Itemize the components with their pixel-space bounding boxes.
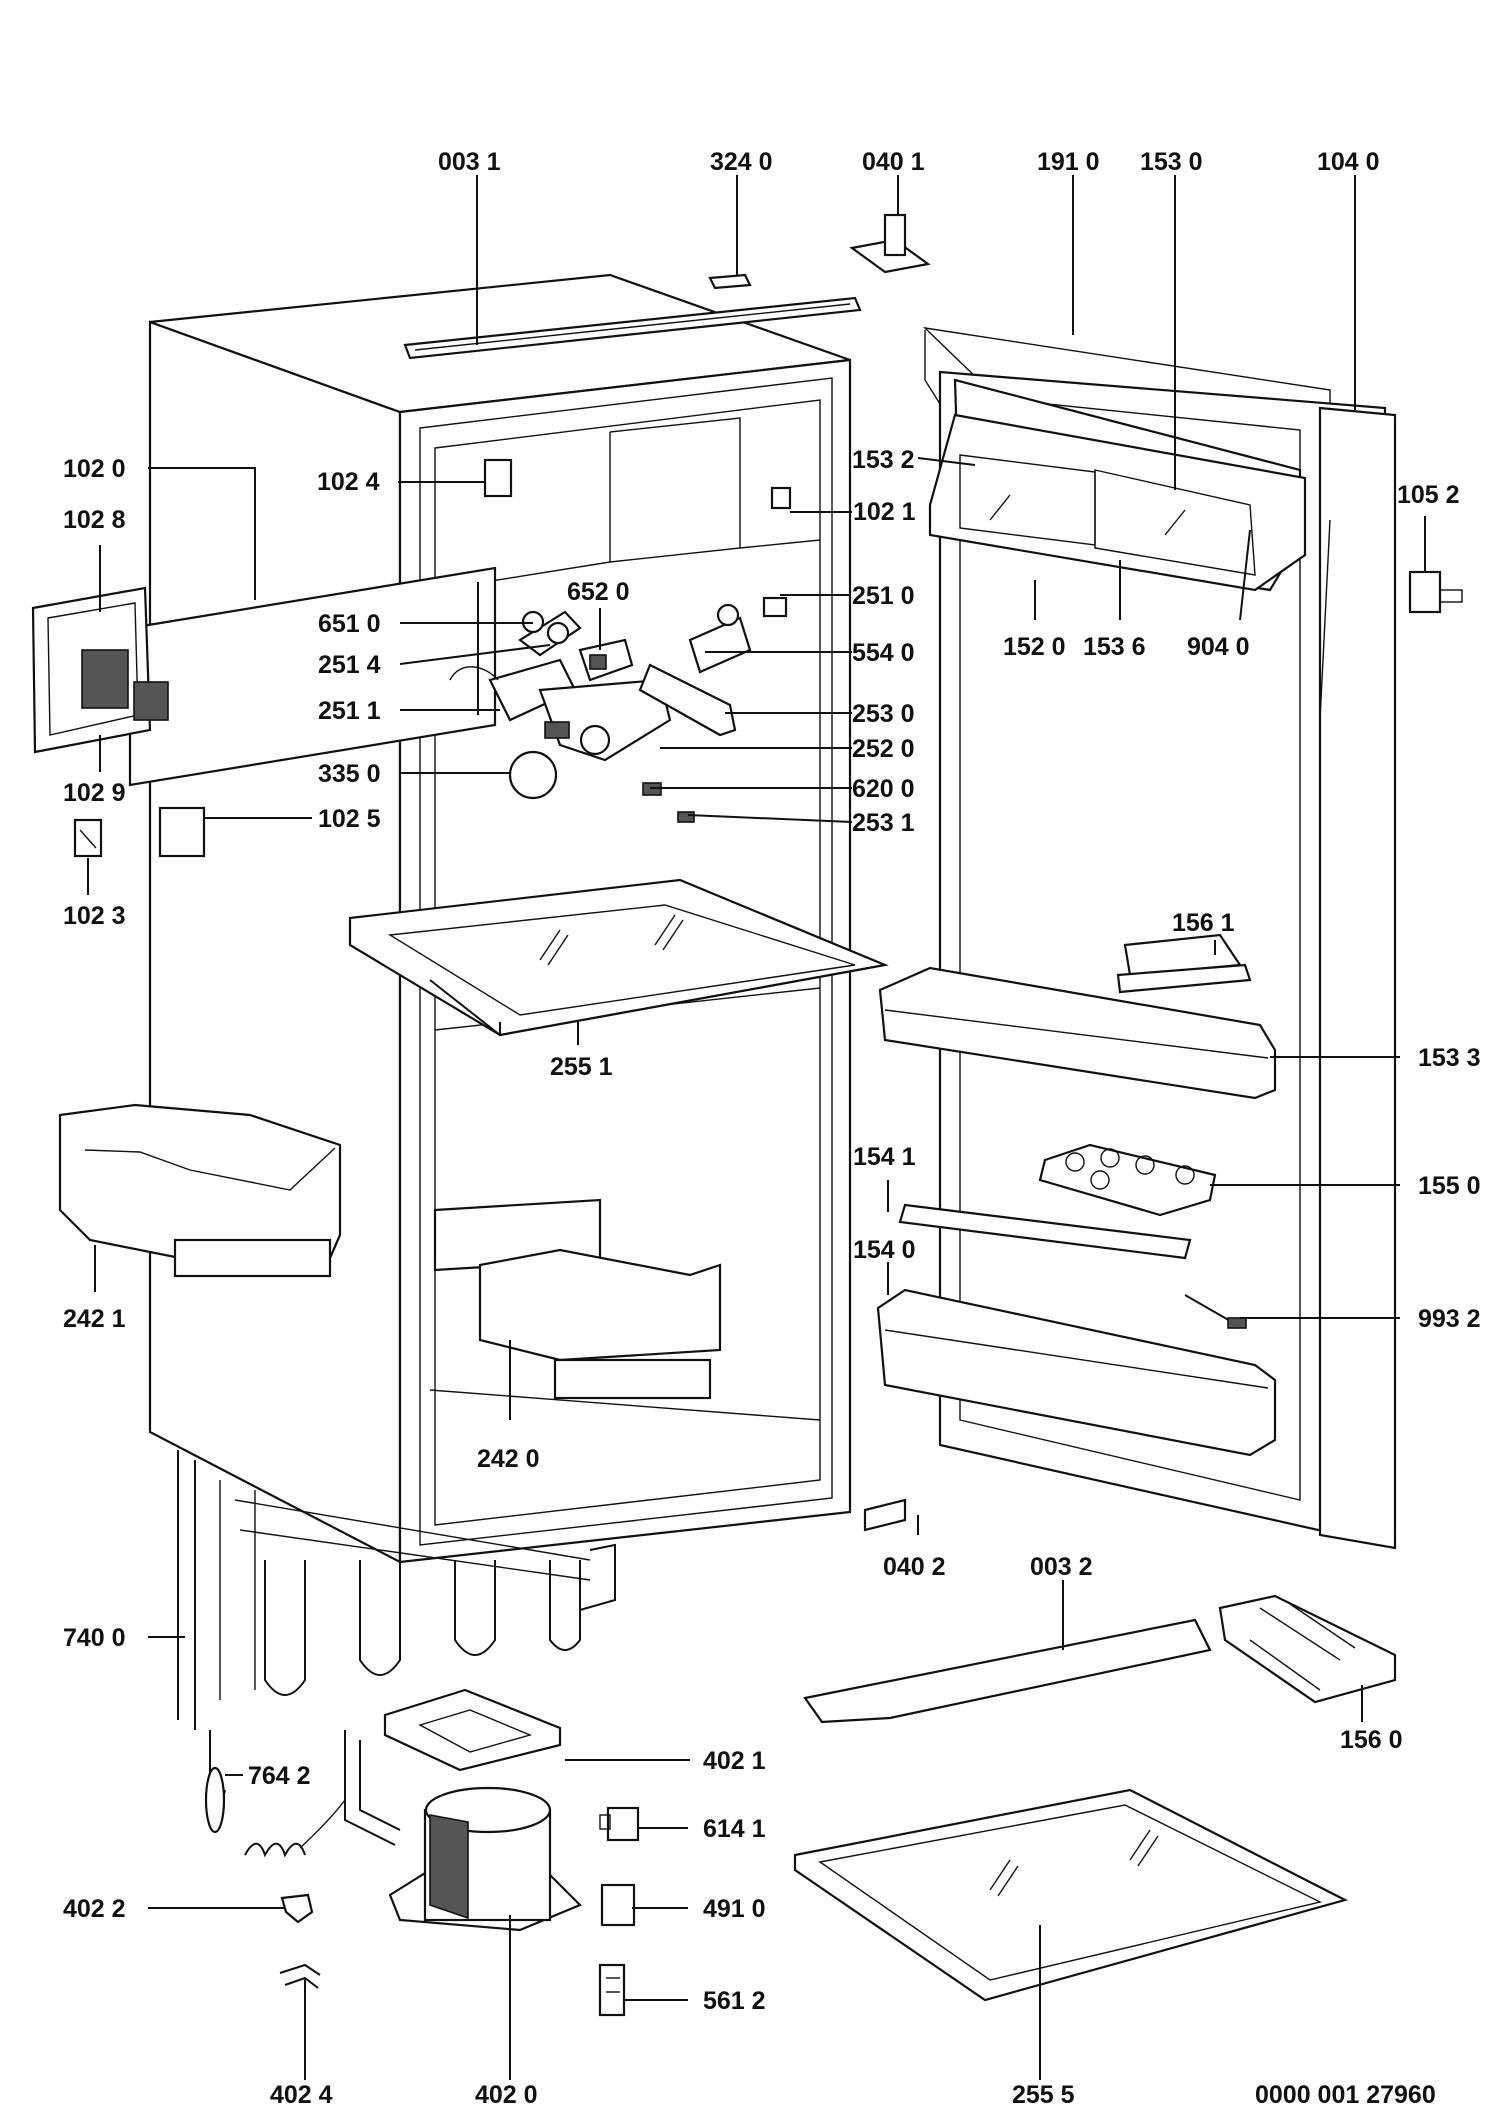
label-652-0: 652 0 [567,578,630,606]
clip-icon [770,486,792,510]
label-153-3: 153 3 [1418,1044,1481,1072]
clip-icon [483,458,513,498]
glass-shelf [348,878,889,1037]
label-251-1: 251 1 [318,697,381,725]
condenser-coil [177,1450,616,1730]
part-labels: 003 1 324 0 040 1 191 0 153 0 104 0 102 … [63,148,1481,2109]
capillary-tube [204,1730,346,1858]
label-102-3: 102 3 [63,902,126,930]
label-104-0: 104 0 [1317,148,1380,176]
label-651-0: 651 0 [318,610,381,638]
label-154-0: 154 0 [853,1236,916,1264]
label-561-2: 561 2 [703,1987,766,2015]
bracket-part [73,818,103,858]
small-clip-part [708,273,752,290]
label-152-0: 152 0 [1003,633,1066,661]
ice-cube-tray [1218,1594,1397,1704]
label-040-2: 040 2 [883,1553,946,1581]
dairy-compartment [928,378,1307,592]
label-335-0: 335 0 [318,760,381,788]
crisper-drawer-right [433,1198,722,1400]
label-993-2: 993 2 [1418,1305,1481,1333]
door-shelf-upper [878,966,1277,1100]
label-156-0: 156 0 [1340,1726,1403,1754]
top-hinge-bracket [849,213,931,274]
grommet-part [280,1893,314,1924]
label-324-0: 324 0 [710,148,773,176]
egg-tray [1038,1143,1217,1217]
clip-part [279,1963,321,1989]
compressor-bracket [383,1688,562,1772]
label-620-0: 620 0 [852,775,915,803]
top-trim-strip [403,296,862,360]
bottom-trim-strip [803,1618,1212,1724]
label-191-0: 191 0 [1037,148,1100,176]
label-402-1: 402 1 [703,1747,766,1775]
label-102-0: 102 0 [63,455,126,483]
label-402-2: 402 2 [63,1895,126,1923]
label-402-0: 402 0 [475,2081,538,2109]
bottom-glass-shelf [793,1788,1349,2002]
label-102-1: 102 1 [853,498,916,526]
label-153-6: 153 6 [1083,633,1146,661]
label-904-0: 904 0 [1187,633,1250,661]
label-251-4: 251 4 [318,651,381,679]
label-491-0: 491 0 [703,1895,766,1923]
label-155-0: 155 0 [1418,1172,1481,1200]
label-554-0: 554 0 [852,639,915,667]
connector-part [598,1963,626,2017]
label-153-2: 153 2 [852,446,915,474]
label-153-0: 153 0 [1140,148,1203,176]
label-255-5: 255 5 [1012,2081,1075,2109]
bottle-retainer-bar [898,1203,1192,1260]
label-740-0: 740 0 [63,1624,126,1652]
label-402-4: 402 4 [270,2081,333,2109]
bracket-part [158,806,206,858]
label-156-1: 156 1 [1172,909,1235,937]
lower-hinge-bracket [863,1498,907,1532]
label-253-0: 253 0 [852,700,915,728]
bottle-clip [1184,1294,1247,1329]
bottom-hinge-part [1408,570,1463,614]
label-105-2: 105 2 [1397,481,1460,509]
label-040-1: 040 1 [862,148,925,176]
label-252-0: 252 0 [852,735,915,763]
label-242-1: 242 1 [63,1305,126,1333]
butter-box [1116,933,1252,994]
label-102-5: 102 5 [318,805,381,833]
label-003-1: 003 1 [438,148,501,176]
label-242-0: 242 0 [477,1445,540,1473]
drawing-number: 0000 001 27960 [1255,2081,1436,2109]
label-102-4: 102 4 [317,468,380,496]
label-154-1: 154 1 [853,1143,916,1171]
overload-part [600,1883,636,1927]
label-251-0: 251 0 [852,582,915,610]
crisper-drawer-left [58,1103,342,1278]
label-003-2: 003 2 [1030,1553,1093,1581]
leader-lines [87,175,1426,2080]
label-102-9: 102 9 [63,779,126,807]
label-102-8: 102 8 [63,506,126,534]
label-614-1: 614 1 [703,1815,766,1843]
label-253-1: 253 1 [852,809,915,837]
relay-part [599,1806,640,1842]
label-255-1: 255 1 [550,1053,613,1081]
label-764-2: 764 2 [248,1762,311,1790]
bottle-shelf-lower [876,1288,1277,1457]
thermostat-assembly [449,596,788,823]
compressor [344,1730,582,1932]
